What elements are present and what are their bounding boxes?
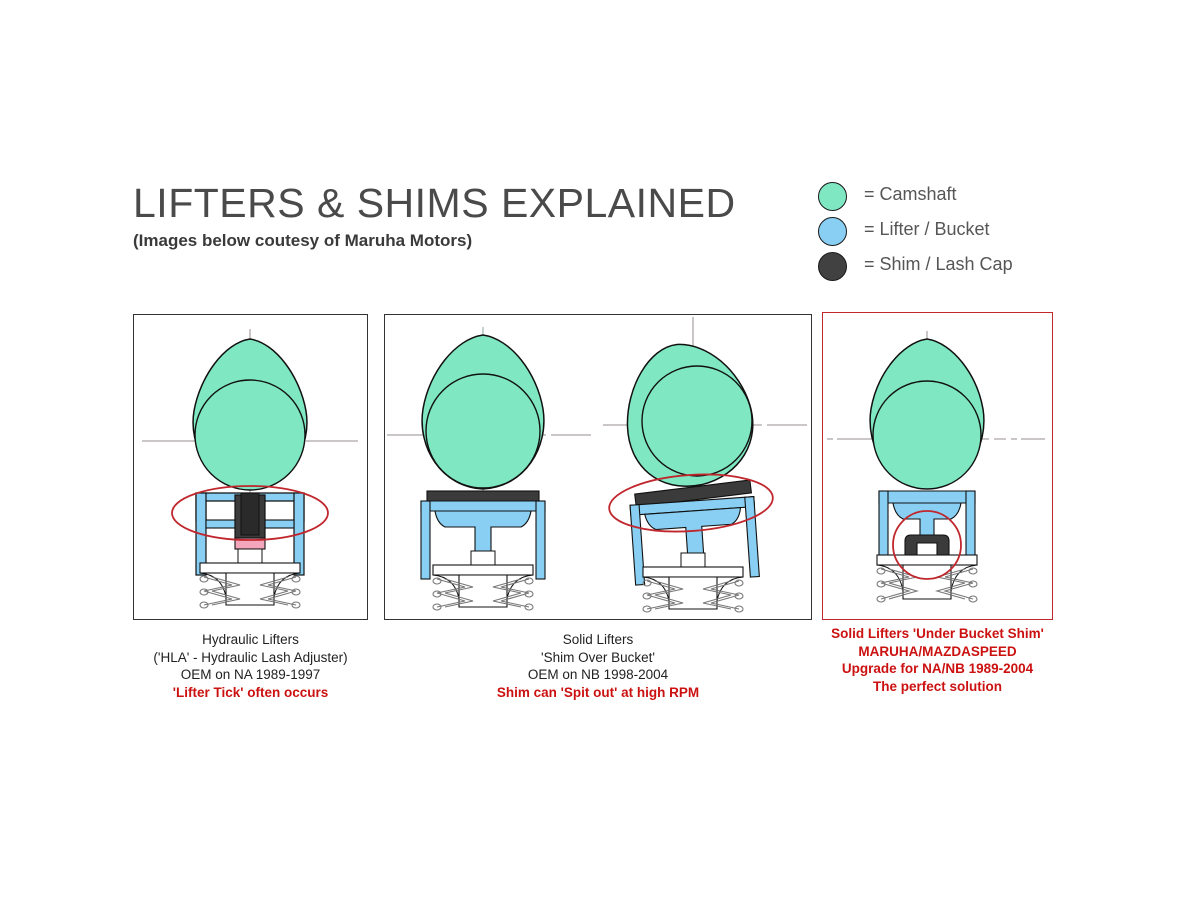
valve-seat-right-r xyxy=(716,576,744,602)
drawing-under-bucket-shim xyxy=(827,331,1045,603)
subdrawing-seated-shim xyxy=(387,327,591,611)
shim-over-bucket xyxy=(426,490,540,503)
legend-item-camshaft: = Camshaft xyxy=(818,180,1118,215)
panel-shim-over-bucket xyxy=(384,314,812,620)
subdrawing-shim-spit-out xyxy=(603,317,807,613)
caption-line-warning: Shim can 'Spit out' at high RPM xyxy=(496,684,700,700)
caption-panel-1: Hydraulic Lifters ('HLA' - Hydraulic Las… xyxy=(133,631,368,701)
highlight-circle xyxy=(892,510,962,580)
lifter-bucket-right-wall-left xyxy=(535,500,546,580)
highlight-ellipse xyxy=(171,485,329,541)
page-subtitle: (Images below coutesy of Maruha Motors) xyxy=(133,231,473,250)
lifter-bucket-left-wall-left xyxy=(420,500,431,580)
valve-seat-left-l xyxy=(432,574,460,600)
valve-head xyxy=(225,572,275,606)
valve-spring-retainer-right xyxy=(642,566,744,578)
lifter-bucket-right-wall-p3 xyxy=(965,490,976,564)
caption-panel-3: Solid Lifters 'Under Bucket Shim' MARUHA… xyxy=(812,625,1063,695)
caption-line: Hydraulic Lifters xyxy=(202,632,299,647)
valve-seat-left-r xyxy=(642,576,670,602)
legend-label-shim: = Shim / Lash Cap xyxy=(864,254,1013,274)
valve-stem-tip-right xyxy=(680,552,706,568)
panel-under-bucket-shim xyxy=(822,312,1053,620)
lifter-bucket-right xyxy=(629,496,760,586)
valve-spring-retainer xyxy=(199,562,301,574)
under-bucket-shim xyxy=(904,534,950,556)
valve-seat-left xyxy=(199,572,227,598)
camshaft-base-circle-left xyxy=(425,373,541,489)
caption-panel-2: Solid Lifters 'Shim Over Bucket' OEM on … xyxy=(384,631,812,701)
caption-line: ('HLA' - Hydraulic Lash Adjuster) xyxy=(153,649,348,665)
lifter-bucket-left-wall-p3 xyxy=(878,490,889,564)
lifter-bucket-web-left xyxy=(434,510,532,556)
valve-stem-tip xyxy=(237,548,263,564)
caption-line: MARUHA/MAZDASPEED xyxy=(858,643,1017,659)
valve-springs-p3 xyxy=(876,567,978,603)
camshaft-swatch-icon xyxy=(818,182,847,211)
lifter-bucket-crown-left xyxy=(420,500,546,512)
caption-line: 'Shim Over Bucket' xyxy=(541,649,655,665)
lifter-bucket-right-wall-right xyxy=(744,496,760,578)
valve-spring-retainer-p3 xyxy=(876,554,978,566)
caption-line: Solid Lifters 'Under Bucket Shim' xyxy=(831,626,1044,641)
valve-springs-left xyxy=(432,577,534,611)
page-title: LIFTERS & SHIMS EXPLAINED xyxy=(133,180,736,226)
panel-hydraulic-lifters xyxy=(133,314,368,620)
valve-springs-right xyxy=(642,579,744,613)
caption-line: Solid Lifters xyxy=(562,632,634,647)
valve-head-right xyxy=(668,576,718,610)
drawing-hydraulic-lifter xyxy=(142,329,358,609)
camshaft-base-circle-p3 xyxy=(872,380,982,490)
valve-seat-right xyxy=(273,572,301,598)
camshaft-base-circle xyxy=(194,379,306,491)
valve-head-left xyxy=(458,574,508,608)
drawing-shim-over-bucket xyxy=(387,317,807,613)
lifter-bucket-left-wall-right xyxy=(629,504,646,586)
lifter-bucket-crown-p3 xyxy=(878,490,976,504)
caption-line: OEM on NA 1989-1997 xyxy=(180,667,321,682)
valve-head-p3 xyxy=(902,564,952,600)
camshaft-base-circle-right xyxy=(641,365,753,477)
caption-line: Upgrade for NA/NB 1989-2004 xyxy=(841,661,1034,676)
caption-line: The perfect solution xyxy=(872,678,1002,694)
hydraulic-lash-adjuster-plunger xyxy=(240,492,260,536)
tilted-shim xyxy=(634,479,753,508)
shim-swatch-icon xyxy=(818,252,847,281)
legend-label-camshaft: = Camshaft xyxy=(864,184,957,204)
caption-line-warning: 'Lifter Tick' often occurs xyxy=(172,684,329,700)
valve-springs xyxy=(199,575,301,609)
valve-stem-tip-left xyxy=(470,550,496,566)
highlight-ellipse-right xyxy=(608,473,774,533)
lifter-swatch-icon xyxy=(818,217,847,246)
legend-label-lifter: = Lifter / Bucket xyxy=(864,219,990,239)
legend: = Camshaft = Lifter / Bucket = Shim / La… xyxy=(818,180,1118,285)
caption-line: OEM on NB 1998-2004 xyxy=(527,667,669,682)
legend-item-shim: = Shim / Lash Cap xyxy=(818,250,1118,285)
legend-item-lifter: = Lifter / Bucket xyxy=(818,215,1118,250)
valve-seat-right-l xyxy=(506,574,534,600)
valve-spring-retainer-left xyxy=(432,564,534,576)
